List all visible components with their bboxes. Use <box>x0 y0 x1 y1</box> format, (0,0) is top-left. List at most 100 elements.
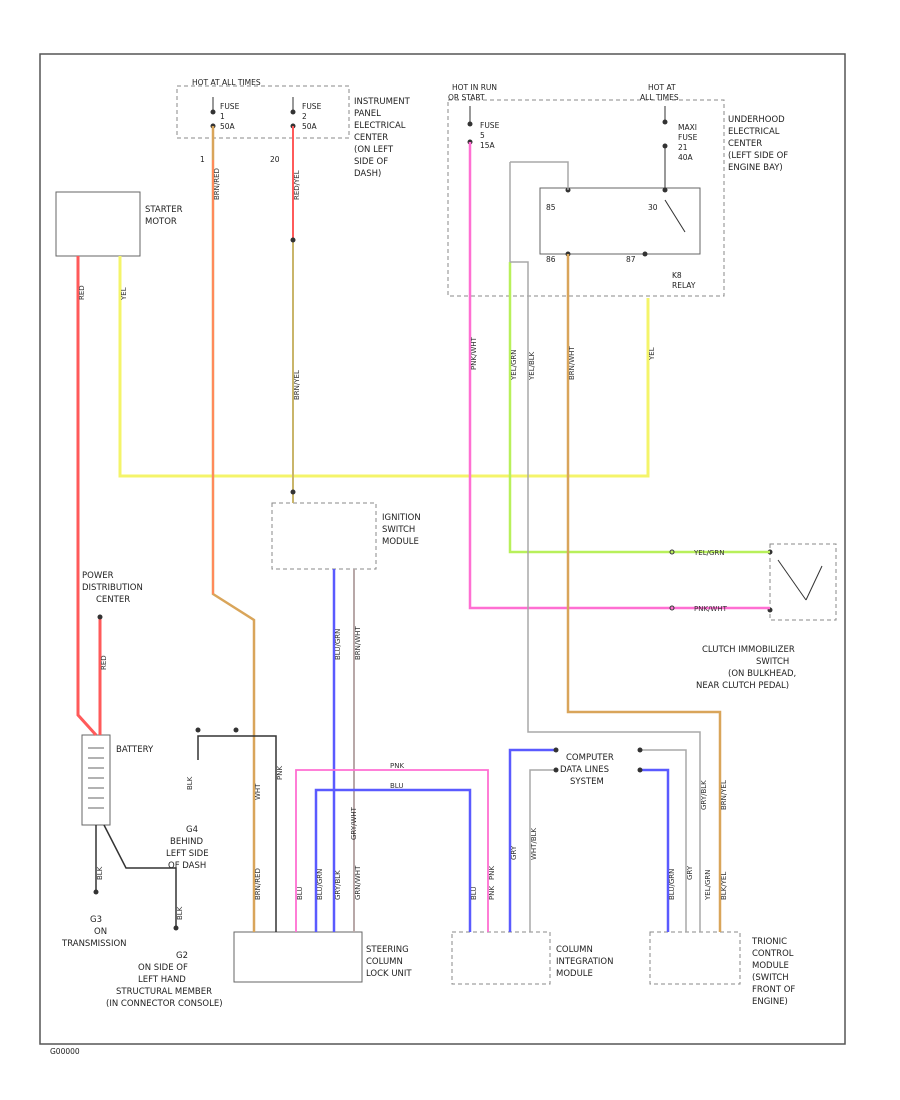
relay-pin-86: 86 <box>546 255 556 264</box>
svg-text:G3: G3 <box>90 915 102 925</box>
wire-tan-relay-trionic <box>566 254 722 932</box>
wire-label-brn-yel2: BRN/YEL <box>720 780 728 810</box>
wire-label-yel-grn2: YEL/GRN <box>704 870 712 901</box>
steering-lock-unit-box <box>233 931 363 983</box>
clutch-switch-box <box>769 543 837 621</box>
svg-text:NEAR CLUTCH PEDAL): NEAR CLUTCH PEDAL) <box>696 681 789 691</box>
relay-label-b: RELAY <box>672 281 696 290</box>
svg-text:COLUMN: COLUMN <box>366 957 403 967</box>
wire-label-blu-horiz: BLU <box>390 782 403 790</box>
svg-text:SIDE OF: SIDE OF <box>354 157 388 167</box>
ignition-switch-module-box <box>271 502 377 570</box>
relay-pin-85: 85 <box>546 203 556 212</box>
wire-label-blu-c: BLU <box>296 887 304 900</box>
svg-text:SWITCH: SWITCH <box>756 657 789 667</box>
wire-blue-steering-loop <box>314 788 472 932</box>
fuse-2-label-b: 2 <box>302 112 307 121</box>
ground-g2-label: G2 ON SIDE OF LEFT HAND STRUCTURAL MEMBE… <box>106 951 223 1009</box>
fuse-5-label-b: 5 <box>480 131 485 140</box>
underhood-center-label: UNDERHOOD ELECTRICAL CENTER (LEFT SIDE O… <box>728 115 788 173</box>
pin-1-label: 1 <box>200 155 205 164</box>
relay-pin-87: 87 <box>626 255 636 264</box>
wire-label-red-yel: RED/YEL <box>293 170 301 200</box>
wire-label-blk-yel: BLK/YEL <box>720 872 728 900</box>
svg-text:DATA LINES: DATA LINES <box>560 765 609 775</box>
svg-text:MODULE: MODULE <box>556 969 593 979</box>
svg-text:INTEGRATION: INTEGRATION <box>556 957 613 967</box>
fuse-2-label-a: FUSE <box>302 102 322 111</box>
svg-text:40A: 40A <box>678 153 694 162</box>
svg-text:(ON BULKHEAD,: (ON BULKHEAD, <box>728 669 796 679</box>
computer-data-lines-label: COMPUTER DATA LINES SYSTEM <box>560 753 614 787</box>
instrument-panel-center-label: INSTRUMENT PANEL ELECTRICAL CENTER (ON L… <box>354 97 411 179</box>
relay-label-a: K8 <box>672 271 682 280</box>
clutch-switch-contact <box>777 559 807 601</box>
maxi-fuse-21: MAXI FUSE 21 40A <box>662 106 698 162</box>
wire-label-red-pdc: RED <box>100 655 108 670</box>
pdc-label-a: POWER <box>82 571 114 581</box>
svg-text:(SWITCH: (SWITCH <box>752 973 789 983</box>
relay-pin-30: 30 <box>648 203 658 212</box>
wire-label-yel-blk: YEL/BLK <box>528 351 536 381</box>
svg-text:UNDERHOOD: UNDERHOOD <box>728 115 785 125</box>
ignition-switch-label-b: SWITCH <box>382 525 415 535</box>
svg-text:CENTER: CENTER <box>354 133 388 143</box>
pdc-label-c: CENTER <box>96 595 130 605</box>
wire-label-pnk-wht: PNK/WHT <box>470 336 478 370</box>
wire-label-pnk-wht-clutch: PNK/WHT <box>694 605 728 613</box>
svg-text:SYSTEM: SYSTEM <box>570 777 604 787</box>
wire-black-steering-ground <box>197 735 277 932</box>
pdc-label-b: DISTRIBUTION <box>82 583 143 593</box>
k8-relay-box <box>539 187 701 255</box>
wire-red-starter-battery <box>76 256 98 737</box>
svg-text:ON SIDE OF: ON SIDE OF <box>138 963 188 973</box>
svg-text:LOCK UNIT: LOCK UNIT <box>366 969 412 979</box>
wire-label-pnk-horiz: PNK <box>390 762 404 770</box>
wire-gray-data-trionic <box>640 749 687 932</box>
wire-label-grn-f: GRN/WHT <box>354 865 362 900</box>
svg-text:ON: ON <box>94 927 107 937</box>
starter-motor-box <box>55 191 141 257</box>
wire-label-blk-g4: BLK <box>176 906 184 920</box>
wire-yellow-starter-relay <box>118 256 650 478</box>
svg-text:ELECTRICAL: ELECTRICAL <box>354 121 406 131</box>
svg-text:G4: G4 <box>186 825 198 835</box>
svg-text:CONTROL: CONTROL <box>752 949 794 959</box>
svg-text:LEFT SIDE: LEFT SIDE <box>166 849 209 859</box>
relay-switch-contact <box>664 199 686 233</box>
clutch-switch-label: CLUTCH IMMOBILIZER SWITCH (ON BULKHEAD, … <box>696 645 796 691</box>
trionic-control-module-label: TRIONIC CONTROL MODULE (SWITCH FRONT OF … <box>751 937 795 1007</box>
svg-text:CENTER: CENTER <box>728 139 762 149</box>
fuse-1: FUSE 1 50A <box>210 97 240 131</box>
wire-label-wht-blk: WHT/BLK <box>530 827 538 860</box>
battery-cells <box>88 747 104 809</box>
wire-label-blu-top: BLU/GRN <box>334 629 342 660</box>
wire-lime-relay-clutch <box>508 262 770 554</box>
svg-text:PANEL: PANEL <box>354 109 381 119</box>
column-integration-module-label: COLUMN INTEGRATION MODULE <box>556 945 613 979</box>
svg-text:COMPUTER: COMPUTER <box>566 753 614 763</box>
wire-label-brn-red: BRN/RED <box>213 168 221 200</box>
svg-text:FRONT OF: FRONT OF <box>752 985 795 995</box>
wire-label-gry-wht: GRY <box>510 845 518 860</box>
wire-black-battery-g2 <box>103 824 177 928</box>
wire-label-yel-grn-clutch: YEL/GRN <box>693 549 724 557</box>
svg-text:(LEFT SIDE OF: (LEFT SIDE OF <box>728 151 788 161</box>
wire-blue-data-trionic <box>640 768 670 932</box>
hot-at-all-times-right-label-b: ALL TIMES <box>640 93 679 102</box>
starter-motor-label-b: MOTOR <box>145 217 177 227</box>
wire-gray-data-cim <box>529 769 556 932</box>
ground-g3-label: G3 ON TRANSMISSION <box>61 915 127 949</box>
svg-text:ENGINE): ENGINE) <box>752 997 788 1007</box>
svg-text:ELECTRICAL: ELECTRICAL <box>728 127 780 137</box>
battery-label: BATTERY <box>116 745 154 755</box>
wire-label-gry-trionic: GRY <box>686 865 694 880</box>
wire-label-brn-wht: BRN/WHT <box>568 346 576 380</box>
wire-label-pnk-b: PNK <box>276 766 284 780</box>
fuse-2: FUSE 2 50A <box>290 97 322 131</box>
wire-label-yel-grn: YEL/GRN <box>510 350 518 381</box>
underhood-center-box <box>447 99 725 297</box>
svg-text:CLUTCH IMMOBILIZER: CLUTCH IMMOBILIZER <box>702 645 795 655</box>
svg-text:STEERING: STEERING <box>366 945 409 955</box>
